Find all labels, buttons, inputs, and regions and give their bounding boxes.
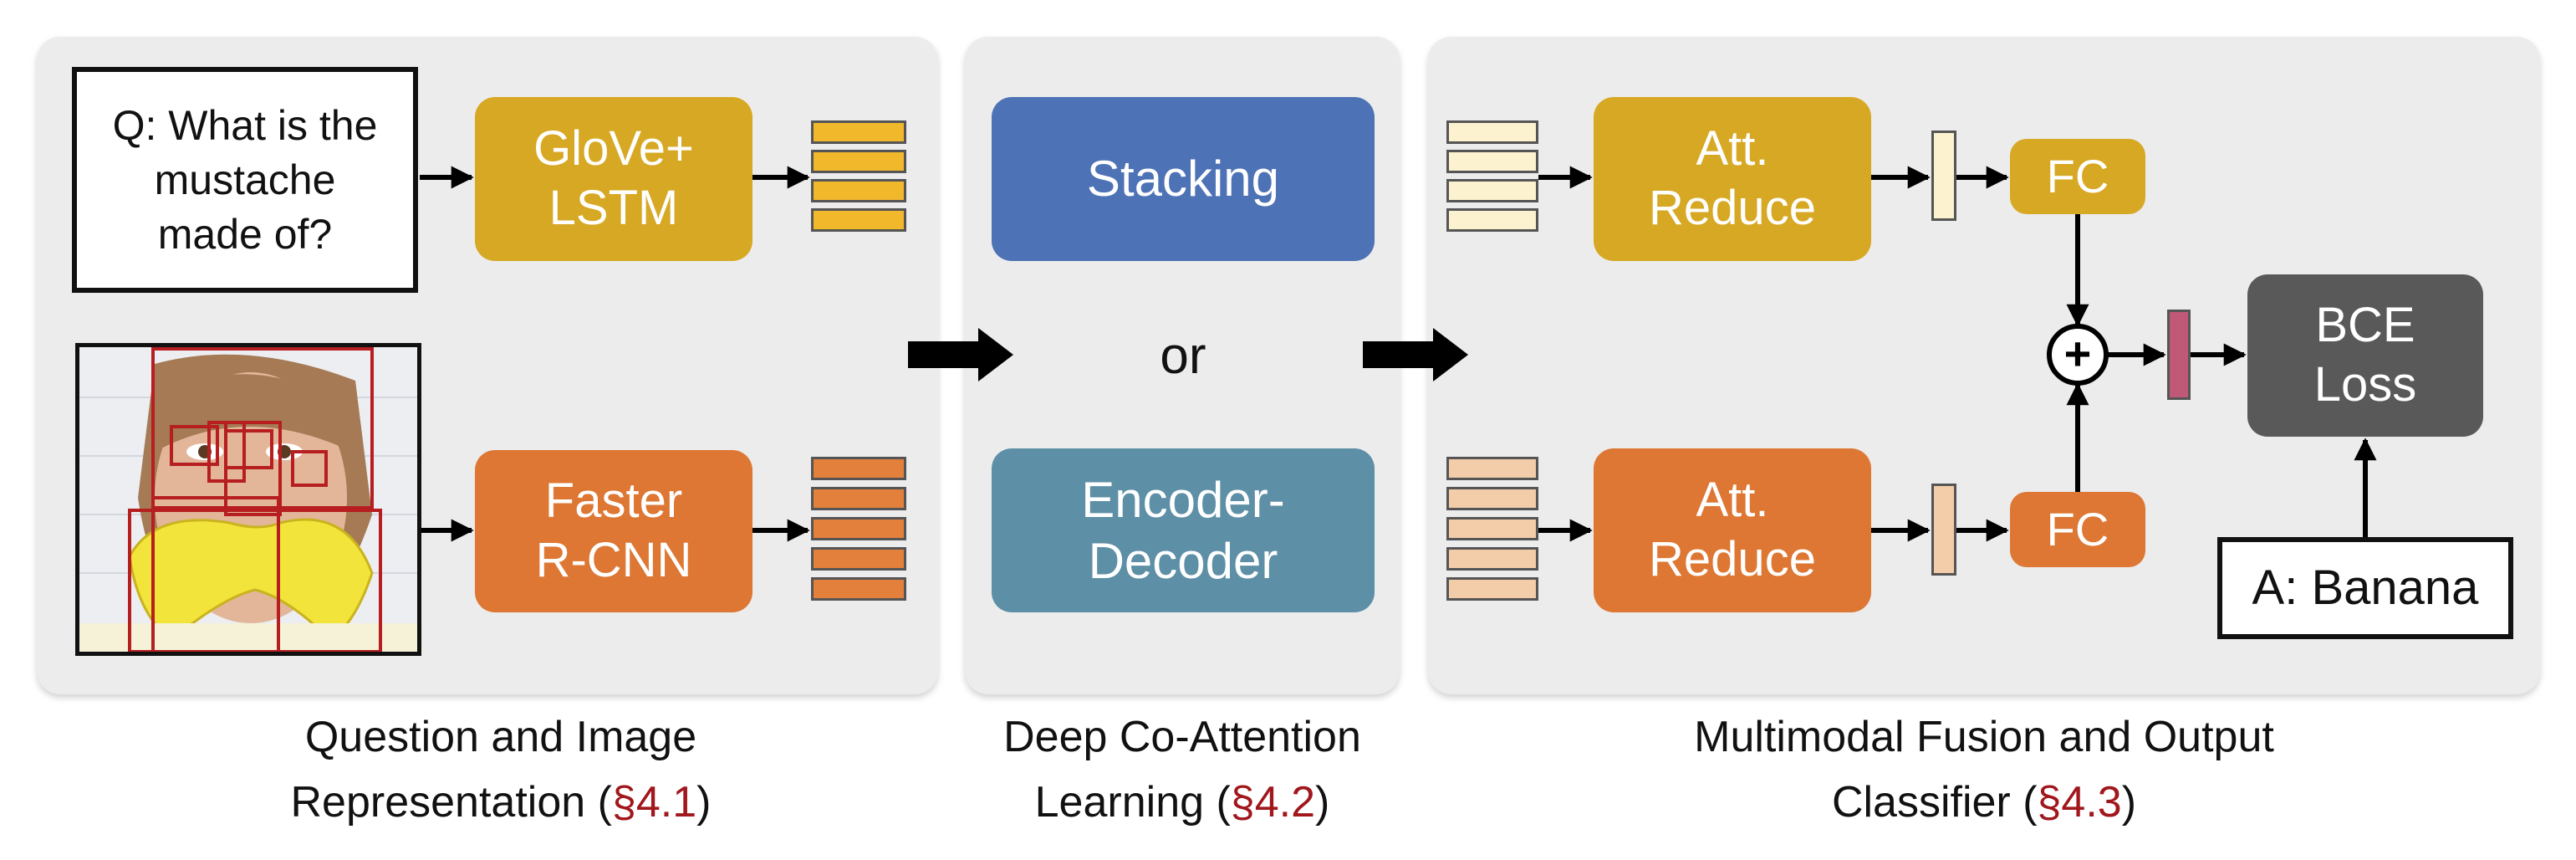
caption-coattention: Deep Co-Attention Learning (§4.2) — [948, 704, 1416, 835]
image-feature-cell — [811, 577, 906, 601]
fc-question-block: FC — [2010, 139, 2145, 214]
attended-image-feature-cell — [1446, 577, 1538, 601]
glove-lstm-line-1: GloVe+ — [533, 121, 694, 177]
face-image-graphic — [79, 347, 417, 652]
attended-image-feature-cell — [1446, 547, 1538, 571]
section-ref-4-2: §4.2 — [1230, 778, 1316, 827]
attended-question-feature-cell — [1446, 208, 1538, 232]
sum-circle — [2047, 324, 2109, 386]
caption-fusion: Multimodal Fusion and Output Classifier … — [1428, 704, 2540, 835]
attended-question-feature-cell — [1446, 179, 1538, 202]
encoder-decoder-line-2: Decoder — [1088, 533, 1278, 589]
att-reduce-question-block: Att. Reduce — [1594, 97, 1871, 261]
answer-label: A: Banana — [2252, 561, 2479, 616]
att-reduce-question-line-2: Reduce — [1649, 181, 1816, 235]
caption-representation-line-2: Representation (§4.1) — [290, 778, 712, 827]
attended-image-feature-cell — [1446, 457, 1538, 480]
question-feature-cell — [811, 208, 906, 232]
faster-rcnn-line-1: Faster — [544, 474, 683, 529]
faster-rcnn-line-2: R-CNN — [535, 533, 692, 587]
question-feature-cell — [811, 179, 906, 202]
bce-loss-line-1: BCE — [2315, 298, 2415, 353]
big-arrow-to-fusion — [1363, 328, 1468, 381]
input-image — [75, 343, 421, 656]
reduced-question-vector — [1931, 131, 1956, 221]
att-reduce-question-line-1: Att. — [1696, 121, 1769, 177]
question-feature-cell — [811, 150, 906, 173]
or-label: or — [1160, 327, 1206, 385]
reduced-image-vector — [1931, 484, 1956, 576]
caption-coattention-line-1: Deep Co-Attention — [1003, 713, 1361, 761]
sum-plus-icon: + — [2063, 327, 2092, 380]
section-ref-4-3: §4.3 — [2037, 778, 2122, 827]
caption-fusion-line-1: Multimodal Fusion and Output — [1694, 713, 2274, 761]
stacking-label: Stacking — [1086, 151, 1280, 207]
question-line-2: mustache — [154, 156, 336, 203]
bce-loss-block: BCE Loss — [2247, 274, 2483, 437]
question-box: Q: What is the mustache made of? — [72, 67, 418, 293]
stacking-block: Stacking — [992, 97, 1375, 261]
attended-image-feature-cell — [1446, 517, 1538, 540]
caption-coattention-line-2: Learning (§4.2) — [1034, 778, 1330, 827]
glove-lstm-block: GloVe+ LSTM — [475, 97, 752, 261]
caption-fusion-line-2: Classifier (§4.3) — [1831, 778, 2137, 827]
question-feature-cell — [811, 120, 906, 144]
image-feature-cell — [811, 457, 906, 480]
glove-lstm-line-2: LSTM — [548, 181, 679, 235]
fc-question-label: FC — [2046, 149, 2109, 202]
attended-question-feature-cell — [1446, 120, 1538, 144]
image-feature-cell — [811, 487, 906, 510]
att-reduce-image-line-1: Att. — [1696, 473, 1769, 528]
attended-question-feature-cell — [1446, 150, 1538, 173]
image-feature-cell — [811, 547, 906, 571]
fused-feature-vector — [2167, 310, 2191, 400]
att-reduce-image-block: Att. Reduce — [1594, 448, 1871, 612]
bce-loss-line-2: Loss — [2313, 357, 2417, 412]
caption-representation: Question and Image Representation (§4.1) — [37, 704, 965, 835]
encoder-decoder-block: Encoder- Decoder — [992, 448, 1375, 612]
section-ref-4-1: §4.1 — [611, 778, 697, 827]
fc-image-block: FC — [2010, 492, 2145, 567]
encoder-decoder-line-1: Encoder- — [1081, 471, 1285, 528]
question-line-3: made of? — [157, 210, 333, 258]
big-arrow-to-coattention — [908, 328, 1013, 381]
answer-box: A: Banana — [2217, 537, 2513, 639]
fc-image-label: FC — [2046, 502, 2109, 555]
image-feature-cell — [811, 517, 906, 540]
attended-image-feature-cell — [1446, 487, 1538, 510]
att-reduce-image-line-2: Reduce — [1649, 532, 1816, 586]
caption-representation-line-1: Question and Image — [304, 713, 697, 761]
faster-rcnn-block: Faster R-CNN — [475, 450, 752, 612]
question-line-1: Q: What is the — [112, 101, 378, 149]
